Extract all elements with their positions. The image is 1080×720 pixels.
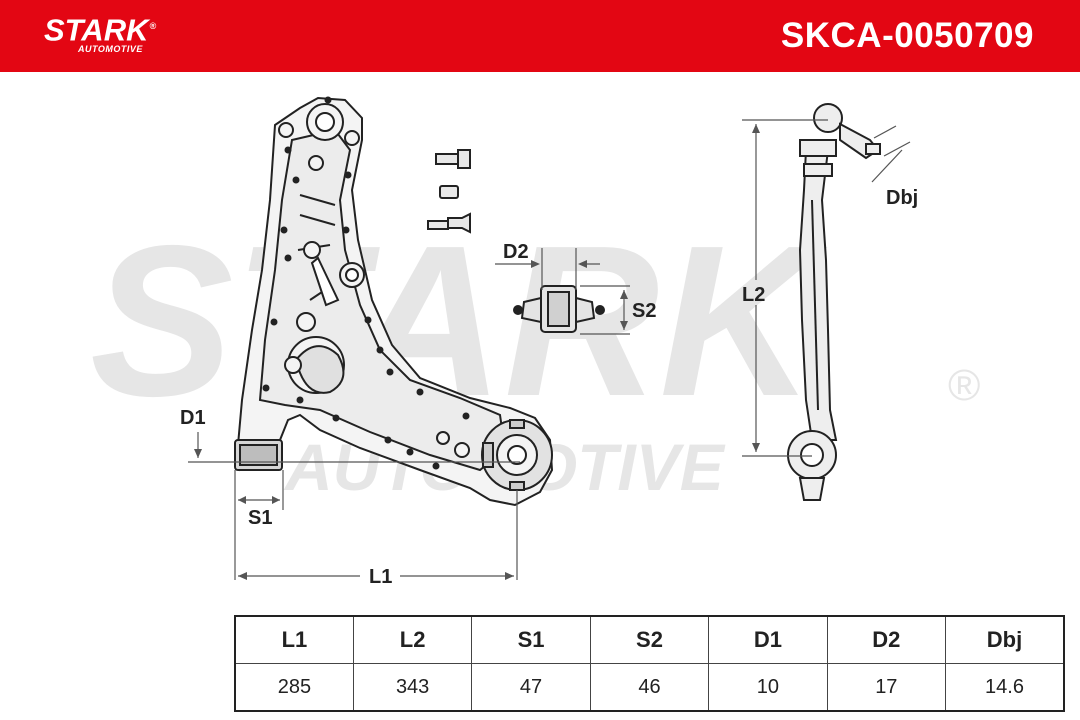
spec-header-d2: D2 bbox=[826, 615, 947, 664]
side-view-arm bbox=[787, 103, 881, 501]
spec-value-dbj: 14.6 bbox=[945, 663, 1065, 712]
spec-value-d2: 17 bbox=[826, 663, 947, 712]
spec-value-s2: 46 bbox=[589, 663, 710, 712]
logo-registered-mark: ® bbox=[149, 21, 157, 31]
spec-header-s2: S2 bbox=[589, 615, 710, 664]
spec-header-dbj: Dbj bbox=[945, 615, 1065, 664]
label-dbj: Dbj bbox=[886, 187, 918, 209]
hardware-parts bbox=[427, 149, 471, 234]
technical-drawing: STARK AUTOMOTIVE ® bbox=[90, 96, 980, 588]
spec-header-d1: D1 bbox=[708, 615, 828, 664]
logo-text: STARK bbox=[44, 12, 149, 48]
spec-header-row: L1 L2 S1 S2 D1 D2 Dbj bbox=[234, 615, 1065, 664]
stark-logo: STARK® AUTOMOTIVE bbox=[44, 10, 157, 55]
label-d1: D1 bbox=[180, 407, 206, 429]
spec-value-d1: 10 bbox=[708, 663, 828, 712]
spec-header-l2: L2 bbox=[352, 615, 473, 664]
logo-subtitle: AUTOMOTIVE bbox=[78, 44, 143, 55]
dimension-arrows bbox=[194, 124, 760, 580]
spec-table: L1 L2 S1 S2 D1 D2 Dbj 285 343 47 46 10 1… bbox=[234, 615, 1065, 712]
header-bar: STARK® AUTOMOTIVE SKCA-0050709 bbox=[0, 0, 1080, 72]
spec-header-l1: L1 bbox=[234, 615, 354, 664]
label-d2: D2 bbox=[503, 241, 529, 263]
spec-value-l2: 343 bbox=[352, 663, 473, 712]
label-s1: S1 bbox=[248, 507, 272, 529]
label-l1: L1 bbox=[369, 566, 392, 588]
bushing-detail bbox=[513, 285, 605, 333]
control-arm-drawing bbox=[234, 96, 554, 507]
spec-header-s1: S1 bbox=[471, 615, 591, 664]
spec-value-s1: 47 bbox=[471, 663, 591, 712]
label-l2: L2 bbox=[742, 284, 765, 306]
dimension-lines bbox=[188, 119, 911, 580]
spec-value-l1: 285 bbox=[234, 663, 354, 712]
label-s2: S2 bbox=[632, 300, 656, 322]
part-number: SKCA-0050709 bbox=[780, 16, 1034, 55]
rivet-holes bbox=[262, 96, 470, 470]
watermark-mark: ® bbox=[948, 361, 980, 410]
spec-value-row: 285 343 47 46 10 17 14.6 bbox=[234, 663, 1065, 712]
